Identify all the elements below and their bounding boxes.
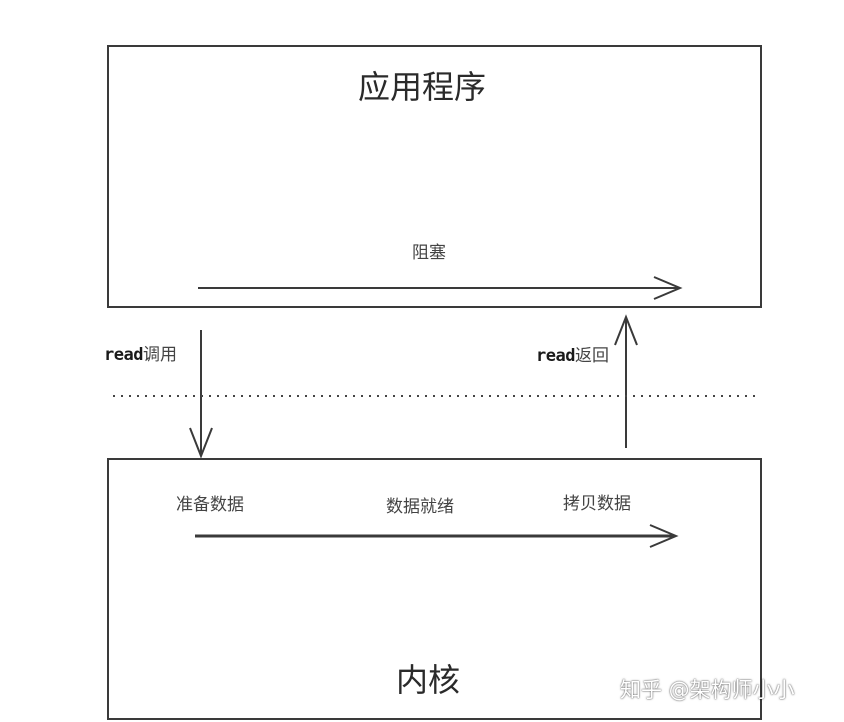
kernel-step-copy: 拷贝数据 xyxy=(563,494,631,514)
read-return-suffix: 返回 xyxy=(574,346,609,366)
blocking-label: 阻塞 xyxy=(412,243,446,263)
read-call-prefix: read xyxy=(104,345,143,365)
read-call-suffix: 调用 xyxy=(142,345,177,365)
kernel-step-prepare: 准备数据 xyxy=(176,495,244,515)
read-call-arrow xyxy=(189,330,213,459)
kernel-process-arrow xyxy=(195,524,679,548)
read-return-prefix: read xyxy=(536,346,575,366)
read-call-label: read调用 xyxy=(104,340,177,365)
application-box xyxy=(107,45,762,308)
application-title: 应用程序 xyxy=(358,68,487,106)
kernel-title: 内核 xyxy=(396,661,461,699)
blocking-arrow xyxy=(198,276,683,300)
read-return-label: read返回 xyxy=(536,341,609,366)
read-return-arrow xyxy=(614,314,638,448)
kernel-step-ready: 数据就绪 xyxy=(386,497,454,517)
watermark: 知乎 @架构师小小 xyxy=(620,678,795,702)
kernel-box xyxy=(107,458,762,720)
